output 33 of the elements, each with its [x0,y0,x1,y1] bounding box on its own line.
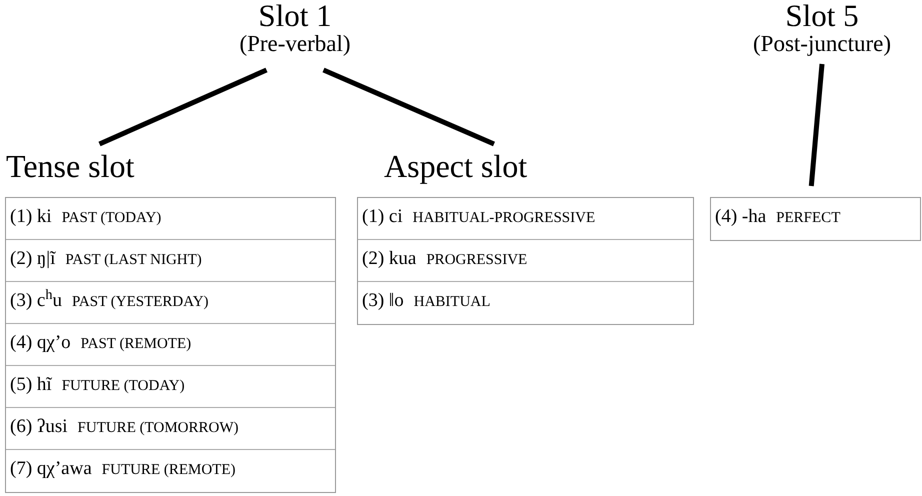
gloss: FUTURE (TOMORROW) [78,421,238,436]
gloss: FUTURE (REMOTE) [102,463,236,478]
morpheme: (1) ki [10,207,52,226]
gloss: FUTURE (TODAY) [62,379,185,394]
gloss: PAST (LAST NIGHT) [65,253,202,268]
connector-line [98,68,268,146]
connector-line [322,68,495,146]
morpheme: (4) qχ’o [10,333,71,352]
slot-title: Aspect slot [384,148,528,184]
gloss: PROGRESSIVE [426,253,528,268]
morpheme: (2) kua [362,249,416,268]
morpheme: (2) ŋ|ĩ [10,249,56,268]
morpheme-table [357,197,694,325]
slot-heading: Slot 1 [258,0,332,32]
slot-title: Tense slot [6,148,134,184]
gloss: PAST (REMOTE) [80,337,192,352]
morpheme: (7) qχ’awa [10,459,92,478]
gloss: PAST (TODAY) [62,211,162,226]
morpheme: (1) ci [362,207,403,226]
morpheme: (3) c$^{h}$u [10,291,62,310]
slot-heading: Slot 5 [785,0,859,32]
morpheme: (6) ʔusi [10,417,68,436]
gloss: HABITUAL [414,295,490,310]
connector-line [808,64,824,186]
gloss: HABITUAL-PROGRESSIVE [412,211,596,226]
morpheme: (5) hĩ [10,375,52,394]
slot-subheading: (Post-juncture) [753,32,891,56]
morpheme: (3) ‖o [362,291,404,310]
morpheme-table [5,197,336,493]
gloss: PERFECT [776,211,840,226]
slot-subheading: (Pre-verbal) [239,32,351,56]
morpheme: (4) -ha [715,207,766,226]
gloss: PAST (YESTERDAY) [72,295,209,310]
